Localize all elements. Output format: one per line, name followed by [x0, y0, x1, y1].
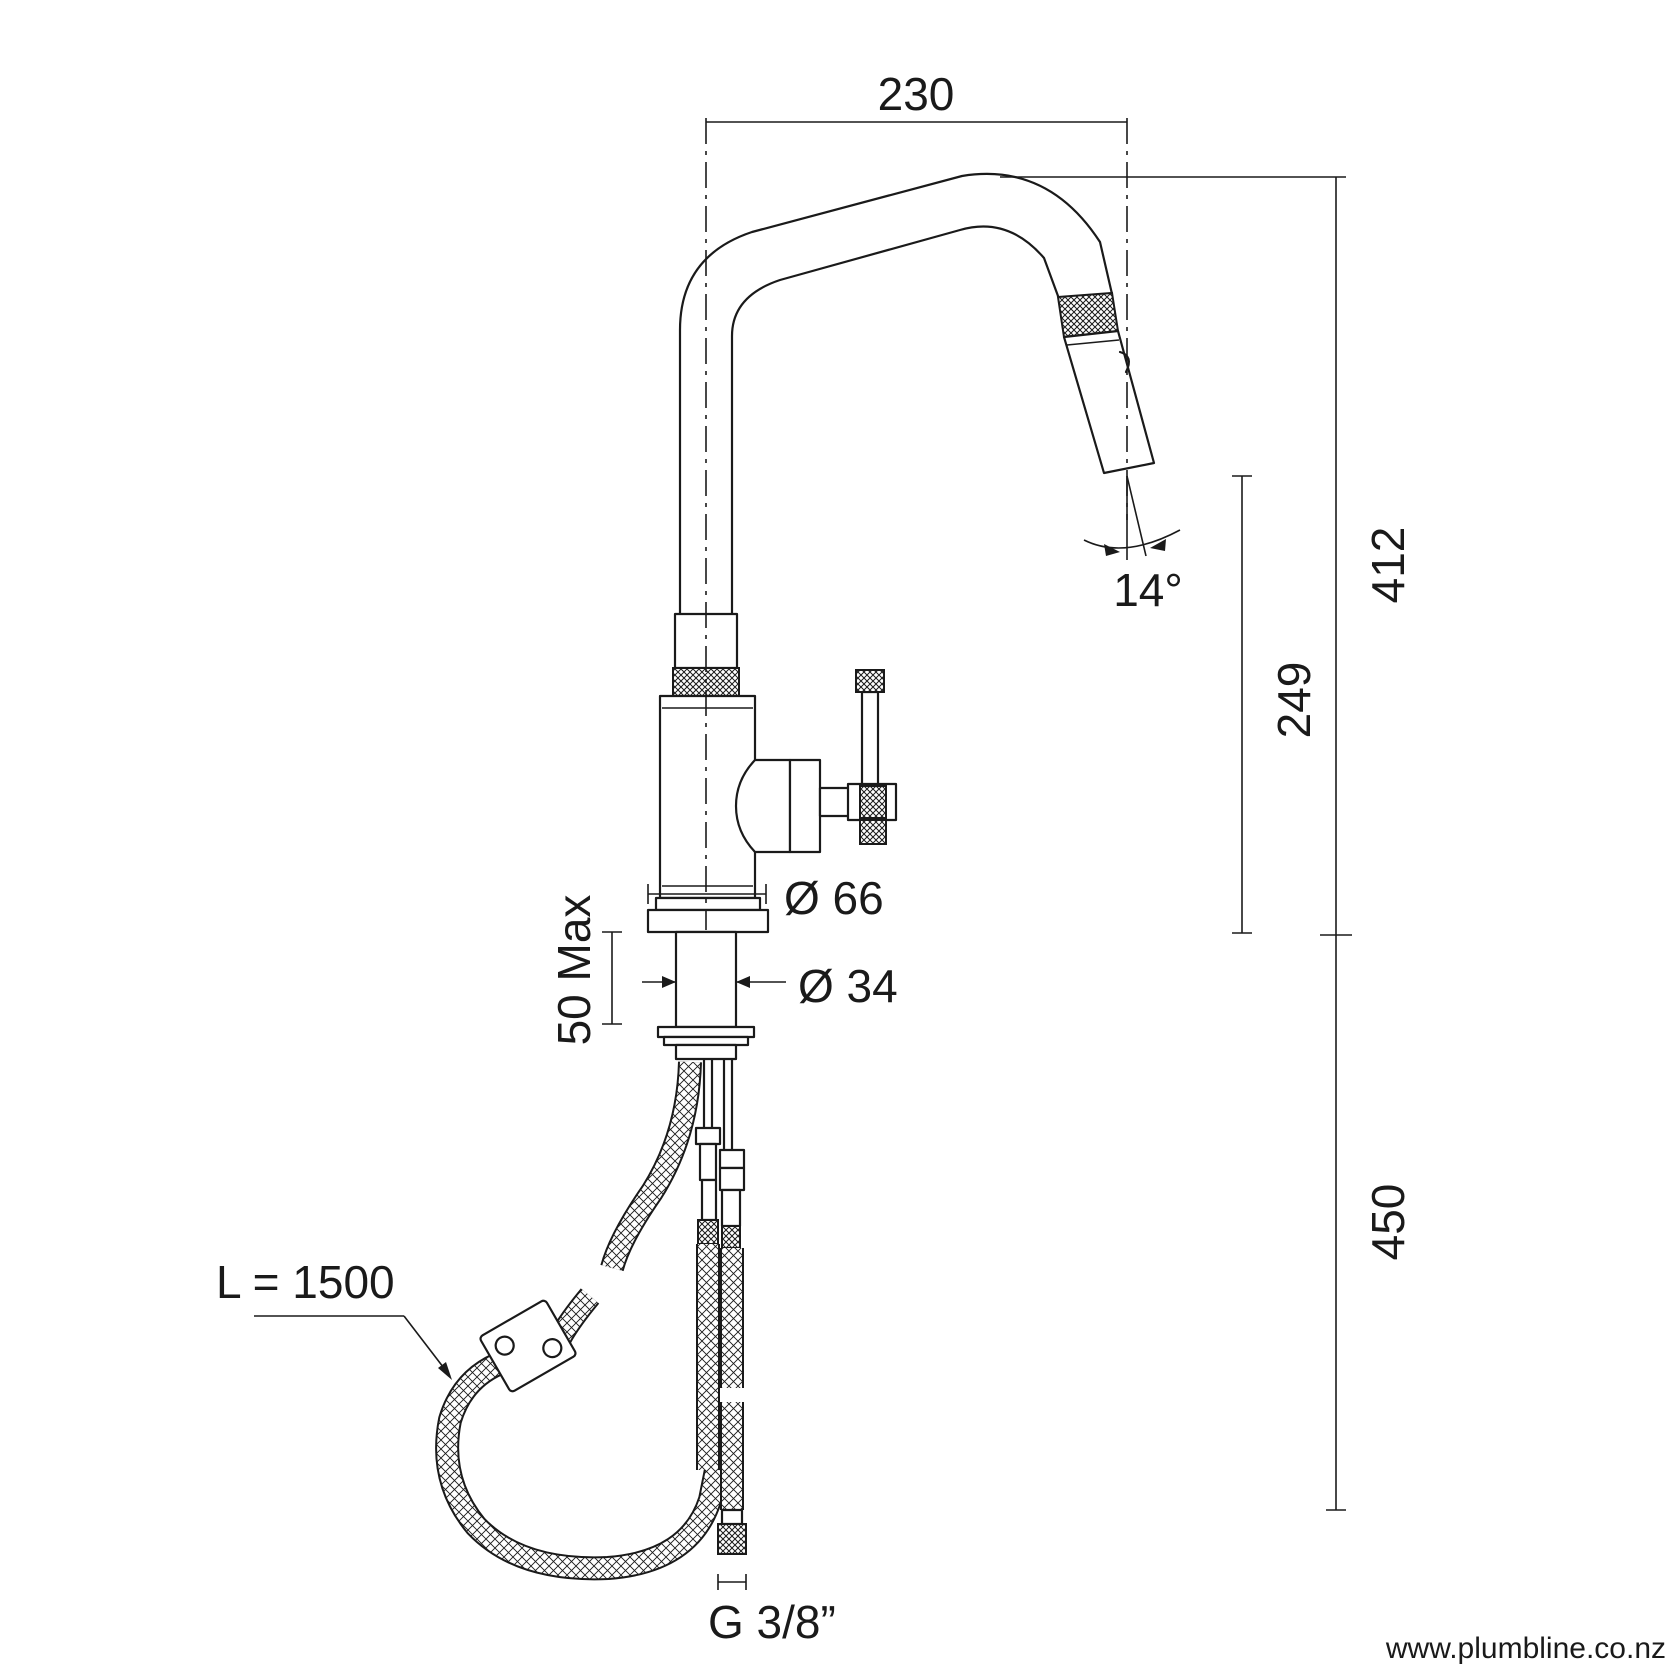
handle-hub: [788, 758, 822, 854]
handle-lever-bottom: [859, 819, 887, 845]
spout: [678, 172, 1114, 616]
threaded-shank: [674, 930, 738, 1029]
mounting-assembly: [646, 896, 770, 1061]
handle-stem-joint: [818, 786, 852, 818]
dim-body-diameter-label: Ø 66: [784, 872, 884, 924]
spray-button-icon: [1118, 350, 1131, 374]
dim-below-counter-label: 450: [1362, 1184, 1414, 1261]
dim-below-counter: 450: [1326, 935, 1414, 1511]
dim-deck-thickness: 50 Max: [548, 895, 622, 1046]
lever-handle: [734, 669, 898, 854]
supply-hose-1: [694, 1058, 722, 1470]
supply-hose-2: [717, 1058, 747, 1555]
dim-spout-height-label: 249: [1268, 662, 1320, 739]
dim-shank-diameter: Ø 34: [642, 960, 898, 1012]
dim-hose-length: L = 1500: [216, 1256, 452, 1380]
lower-washer: [656, 1025, 756, 1039]
spray-head-knurled-ring: [1056, 291, 1120, 339]
dim-hose-length-label: L = 1500: [216, 1256, 395, 1308]
base-flange: [646, 908, 770, 934]
dim-connection: G 3/8”: [708, 1574, 836, 1648]
dim-shank-diameter-label: Ø 34: [798, 960, 898, 1012]
dim-total-height: 412: [1000, 176, 1414, 936]
tap-body: [658, 612, 757, 900]
lock-nut: [674, 1043, 738, 1061]
dim-spray-angle-label: 14°: [1113, 564, 1183, 616]
hose-weight: [479, 1299, 577, 1393]
dim-deck-thickness-label: 50 Max: [548, 895, 600, 1046]
handle-lever-arm: [860, 690, 880, 786]
spray-head: [1056, 291, 1156, 475]
dim-body-diameter: Ø 66: [647, 872, 884, 924]
dim-spout-height: 249: [1232, 475, 1320, 934]
dim-spray-angle: 14°: [1083, 475, 1183, 616]
spray-head-body: [1062, 329, 1156, 475]
dim-reach: 230: [706, 68, 1127, 123]
website-url: www.plumbline.co.nz: [1385, 1632, 1666, 1665]
base-ring: [654, 896, 762, 912]
dim-connection-label: G 3/8”: [708, 1596, 836, 1648]
dim-reach-label: 230: [878, 68, 955, 120]
pull-out-hose: [435, 1061, 728, 1581]
dim-total-height-label: 412: [1362, 527, 1414, 604]
g38-connector: [717, 1523, 747, 1555]
handle-lever-top: [855, 669, 885, 693]
